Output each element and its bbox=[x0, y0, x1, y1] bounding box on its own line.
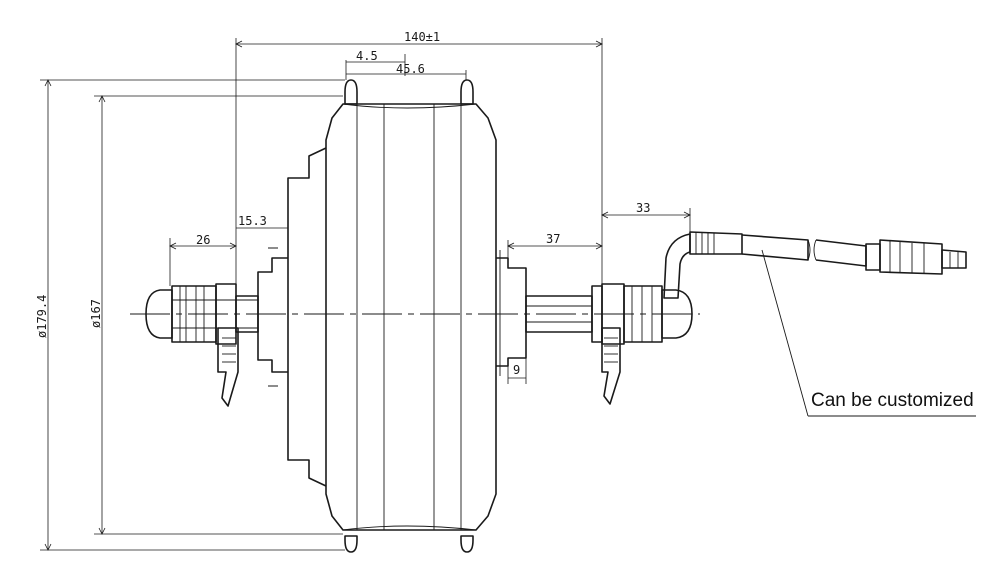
dim-left-flange-label: 15.3 bbox=[238, 214, 267, 228]
dim-right-cable-label: 33 bbox=[636, 201, 650, 215]
dim-overall-length: 140±1 bbox=[235, 30, 603, 296]
cable-assembly bbox=[663, 231, 967, 299]
dim-rim-width-label: 45.6 bbox=[396, 62, 425, 76]
dim-rim-diameter-label: ø167 bbox=[89, 299, 103, 328]
right-axle bbox=[525, 283, 693, 405]
dim-right-axle: 33 37 9 bbox=[507, 201, 691, 384]
left-axle bbox=[145, 283, 259, 407]
dim-rim-offset-label: 4.5 bbox=[356, 49, 378, 63]
dim-left-axle: 26 15.3 bbox=[169, 214, 289, 286]
motor-shell bbox=[257, 79, 527, 553]
dim-right-shaft-label: 37 bbox=[546, 232, 560, 246]
dim-overall-length-label: 140±1 bbox=[404, 30, 440, 44]
dim-diameters: ø179.4 ø167 bbox=[35, 79, 345, 551]
dim-right-step-label: 9 bbox=[513, 363, 520, 377]
callout-leader: Can be customized bbox=[761, 249, 976, 417]
dim-rim: 4.5 45.6 bbox=[345, 49, 467, 80]
customization-note: Can be customized bbox=[811, 390, 974, 411]
dim-outer-diameter-label: ø179.4 bbox=[35, 295, 49, 338]
dim-left-shaft-label: 26 bbox=[196, 233, 210, 247]
